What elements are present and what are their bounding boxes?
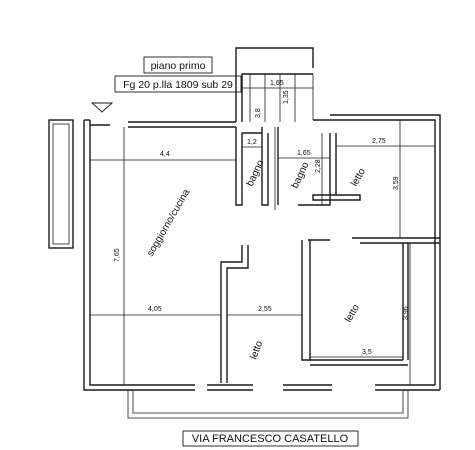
north-arrow-icon (90, 102, 114, 113)
room-bath1: bagno (245, 158, 267, 188)
dim-living-height: 7,65 (114, 248, 121, 262)
cadastral-ref-box: Fg 20 p.lla 1809 sub 29 (114, 75, 242, 93)
dim-living-bottom-width: 4,05 (148, 306, 162, 313)
dim-bed-center-height: 3,96 (403, 306, 410, 320)
dim-bed-bottom-width: 2,55 (258, 306, 272, 313)
room-labels: soggiorno/cucina bagno bagno letto letto… (145, 158, 368, 361)
floor-label: piano primo (151, 60, 206, 72)
room-living: soggiorno/cucina (145, 187, 193, 258)
dim-bath2-height: 2,28 (315, 159, 322, 173)
dimension-lines: 4,4 7,65 4,05 2,55 1,65 1,35 3,8 1,2 1,6… (90, 80, 435, 385)
room-bed-top-right: letto (349, 166, 368, 188)
dim-bed-center-width: 3,5 (362, 349, 372, 356)
room-bath2: bagno (290, 160, 312, 190)
dim-top-small-height: 1,35 (283, 90, 290, 104)
room-bed-center: letto (343, 302, 362, 324)
inner-walls (220, 127, 440, 383)
dim-bed-top-right-width: 2,75 (372, 138, 386, 145)
dim-bath2-width: 1,65 (297, 150, 311, 157)
dim-bath1-width: 1,2 (247, 139, 257, 146)
dim-top-small-width: 1,65 (270, 80, 284, 87)
street-label-box: VIA FRANCESCO CASATELLO (182, 430, 359, 447)
cadastral-ref: Fg 20 p.lla 1809 sub 29 (123, 79, 233, 91)
dim-stair-height: 3,8 (255, 108, 262, 118)
floor-label-box: piano primo (143, 56, 213, 74)
room-bed-bottom: letto (248, 339, 265, 361)
street-label: VIA FRANCESCO CASATELLO (192, 433, 349, 445)
dim-bed-top-right-height: 3,59 (393, 176, 400, 190)
dim-living-top-width: 4,4 (160, 151, 170, 158)
outer-walls (48, 47, 441, 419)
